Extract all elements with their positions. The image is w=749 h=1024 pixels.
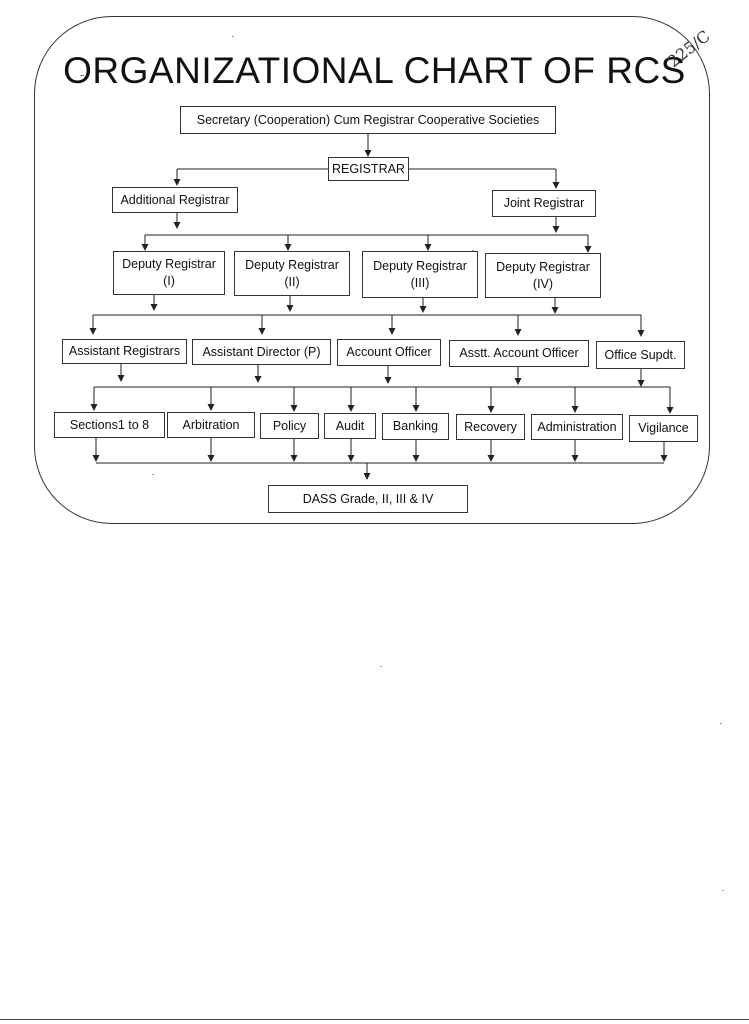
asstt-account-officer-box: Asstt. Account Officer	[449, 340, 589, 367]
page-bottom-rule	[0, 1019, 749, 1020]
chart-frame	[34, 16, 710, 524]
assistant-director-box: Assistant Director (P)	[192, 339, 331, 365]
registrar-box: REGISTRAR	[328, 157, 409, 181]
scan-speck	[152, 474, 154, 475]
joint-registrar-box: Joint Registrar	[492, 190, 596, 217]
chart-title: ORGANIZATIONAL CHART OF RCS	[63, 50, 686, 91]
arbitration-box: Arbitration	[167, 412, 255, 438]
audit-box: Audit	[324, 413, 376, 439]
account-officer-box: Account Officer	[337, 339, 441, 366]
sections-box: Sections1 to 8	[54, 412, 165, 438]
scan-speck	[722, 890, 724, 891]
deputy-registrar-1-box: Deputy Registrar (I)	[113, 251, 225, 295]
vigilance-box: Vigilance	[629, 415, 698, 442]
assistant-registrars-box: Assistant Registrars	[62, 339, 187, 364]
administration-box: Administration	[531, 414, 623, 440]
policy-box: Policy	[260, 413, 319, 439]
title-dash-mark: -	[80, 66, 85, 82]
dass-grade-box: DASS Grade, II, III & IV	[268, 485, 468, 513]
deputy-registrar-4-box: Deputy Registrar (IV)	[485, 253, 601, 298]
deputy-registrar-3-box: Deputy Registrar (III)	[362, 251, 478, 298]
banking-box: Banking	[382, 413, 449, 440]
scan-speck	[720, 723, 722, 724]
recovery-box: Recovery	[456, 414, 525, 440]
scan-speck	[380, 666, 382, 667]
secretary-box: Secretary (Cooperation) Cum Registrar Co…	[180, 106, 556, 134]
office-supdt-box: Office Supdt.	[596, 341, 685, 369]
deputy-registrar-2-box: Deputy Registrar (II)	[234, 251, 350, 296]
scan-speck	[232, 36, 234, 37]
additional-registrar-box: Additional Registrar	[112, 187, 238, 213]
scan-speck	[472, 250, 474, 251]
